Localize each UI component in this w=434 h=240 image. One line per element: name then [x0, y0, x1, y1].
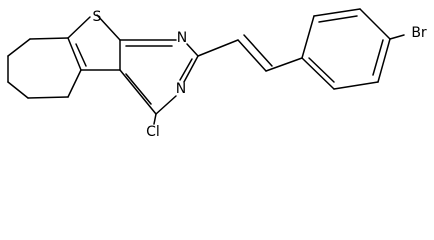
- bond: [301, 15, 315, 59]
- nitrogen-atom-label-upper: N: [177, 30, 187, 46]
- atom-labels: S N N Cl Br: [93, 9, 427, 140]
- bond: [186, 43, 199, 57]
- bond: [308, 57, 335, 83]
- bond: [333, 81, 379, 90]
- bond: [125, 73, 152, 105]
- sulfur-atom-label: S: [93, 9, 102, 25]
- bond: [67, 37, 82, 71]
- bond: [237, 39, 267, 72]
- bond: [67, 16, 91, 39]
- bond: [75, 43, 87, 67]
- bond: [27, 96, 69, 99]
- bromine-atom-label: Br: [411, 25, 427, 41]
- bond: [389, 34, 405, 40]
- bond: [155, 95, 177, 115]
- bond: [359, 8, 391, 40]
- bond: [318, 15, 358, 23]
- bond: [153, 113, 157, 125]
- bond: [243, 34, 273, 67]
- bond: [7, 81, 29, 99]
- bond: [67, 69, 82, 98]
- bond: [197, 39, 239, 57]
- bond: [265, 57, 303, 72]
- bond: [179, 58, 193, 81]
- bond: [183, 55, 199, 83]
- bond: [372, 39, 384, 76]
- bond: [313, 8, 361, 17]
- chemical-structure: S N N Cl Br: [7, 8, 427, 140]
- bond: [301, 57, 335, 90]
- nitrogen-atom-label-lower: N: [176, 81, 186, 97]
- bond: [96, 14, 121, 41]
- bond: [377, 38, 391, 83]
- chlorine-atom-label: Cl: [146, 124, 160, 140]
- bond: [7, 38, 31, 57]
- bond-lines: [7, 8, 405, 125]
- bond: [29, 37, 69, 40]
- bond: [119, 69, 157, 115]
